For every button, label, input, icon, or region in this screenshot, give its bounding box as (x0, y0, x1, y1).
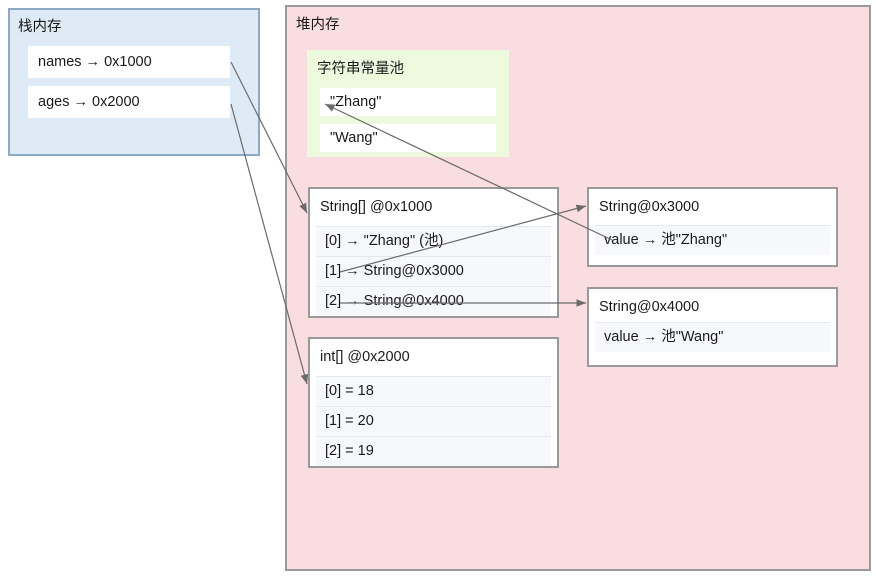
pool-entry-zhang[interactable]: "Zhang" (320, 88, 496, 116)
int-array-title: int[] @0x2000 (320, 349, 410, 365)
string-object-3000-title: String@0x3000 (599, 199, 700, 215)
string-4000-value-row[interactable]: value → 池"Wang" (595, 322, 830, 352)
stack-memory-region (8, 8, 260, 156)
string-array-row-0[interactable]: [0] → "Zhang" (池) (316, 226, 551, 256)
string-constant-pool-title: 字符串常量池 (317, 61, 404, 77)
string-array-row-1[interactable]: [1] → String@0x3000 (316, 256, 551, 286)
string-array-title: String[] @0x1000 (320, 199, 433, 215)
pool-entry-wang[interactable]: "Wang" (320, 124, 496, 152)
string-3000-value-row[interactable]: value → 池"Zhang" (595, 225, 830, 255)
string-object-4000-title: String@0x4000 (599, 299, 700, 315)
stack-var-ages[interactable]: ages → 0x2000 (28, 86, 230, 118)
stack-var-names[interactable]: names → 0x1000 (28, 46, 230, 78)
int-array-row-1[interactable]: [1] = 20 (316, 406, 551, 436)
int-array-row-2[interactable]: [2] = 19 (316, 436, 551, 466)
heap-memory-title: 堆内存 (296, 17, 340, 33)
int-array-row-0[interactable]: [0] = 18 (316, 376, 551, 406)
string-array-row-2[interactable]: [2] → String@0x4000 (316, 286, 551, 316)
stack-memory-title: 栈内存 (18, 19, 62, 35)
